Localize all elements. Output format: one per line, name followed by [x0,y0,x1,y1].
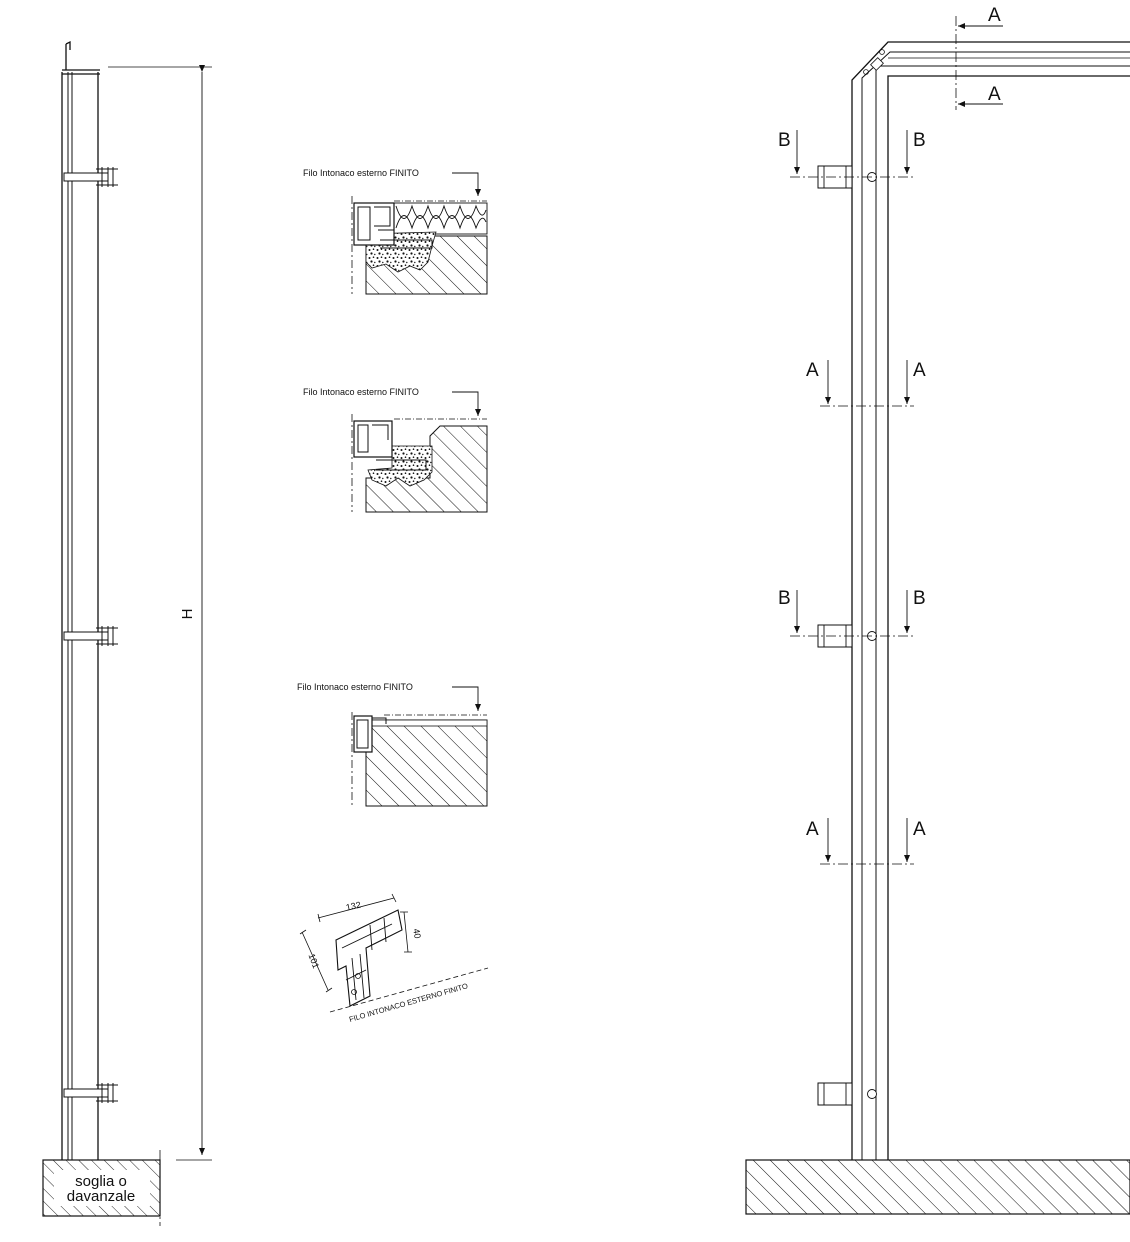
corner-joint [863,49,885,75]
corner-detail: 132 101 40 FILO INTONACO ESTERNO FINITO [299,893,489,1024]
corner-dim-height: 101 [307,952,322,970]
anchor-block-3 [817,1082,877,1106]
section-detail-3: Filo Intonaco esterno FINITO [297,682,488,807]
anchor-top [63,167,118,187]
cut2-left-label: A [806,360,819,381]
section-detail-2: Filo Intonaco esterno FINITO [303,387,488,513]
frame-line-2 [861,51,1130,1160]
section2-label: Filo Intonaco esterno FINITO [303,387,419,397]
frame-line-3 [875,65,1130,1160]
frame-outer [851,41,1130,1160]
frame-profile-1 [353,202,395,246]
top-profile [62,40,100,75]
anchor-bottom [63,1083,118,1103]
top-cut-upper-label: A [988,5,1001,26]
frame-inner [887,75,1130,1160]
cut3-left-label: B [778,588,791,609]
insulation-waves [395,204,487,230]
cut1-right-label: B [913,130,926,151]
section-detail-1: Filo Intonaco esterno FINITO [303,168,488,295]
threshold-label-line2: davanzale [67,1188,135,1205]
right-elevation: A A B B A A B B [745,5,1130,1215]
section1-label: Filo Intonaco esterno FINITO [303,168,419,178]
anchor-middle [63,626,118,646]
cut1-left-label: B [778,130,791,151]
corner-dim-depth: 40 [411,928,423,940]
cut4-left-label: A [806,819,819,840]
wall-section-2 [365,425,488,513]
threshold-label-line1: soglia o [75,1173,127,1190]
floor-block [745,1159,1130,1215]
wall-section-3 [365,719,488,807]
cut3-right-label: B [913,588,926,609]
mortar-fill-2 [367,445,433,487]
cut2-right-label: A [913,360,926,381]
dim-label-h: H [179,609,196,620]
top-cut-lower-label: A [988,84,1001,105]
section3-label: Filo Intonaco esterno FINITO [297,682,413,692]
cut4-right-label: A [913,819,926,840]
left-elevation: H soglia o davanzale [42,40,212,1226]
frame-profile-2 [353,420,393,458]
corner-dim-width: 132 [345,900,362,913]
